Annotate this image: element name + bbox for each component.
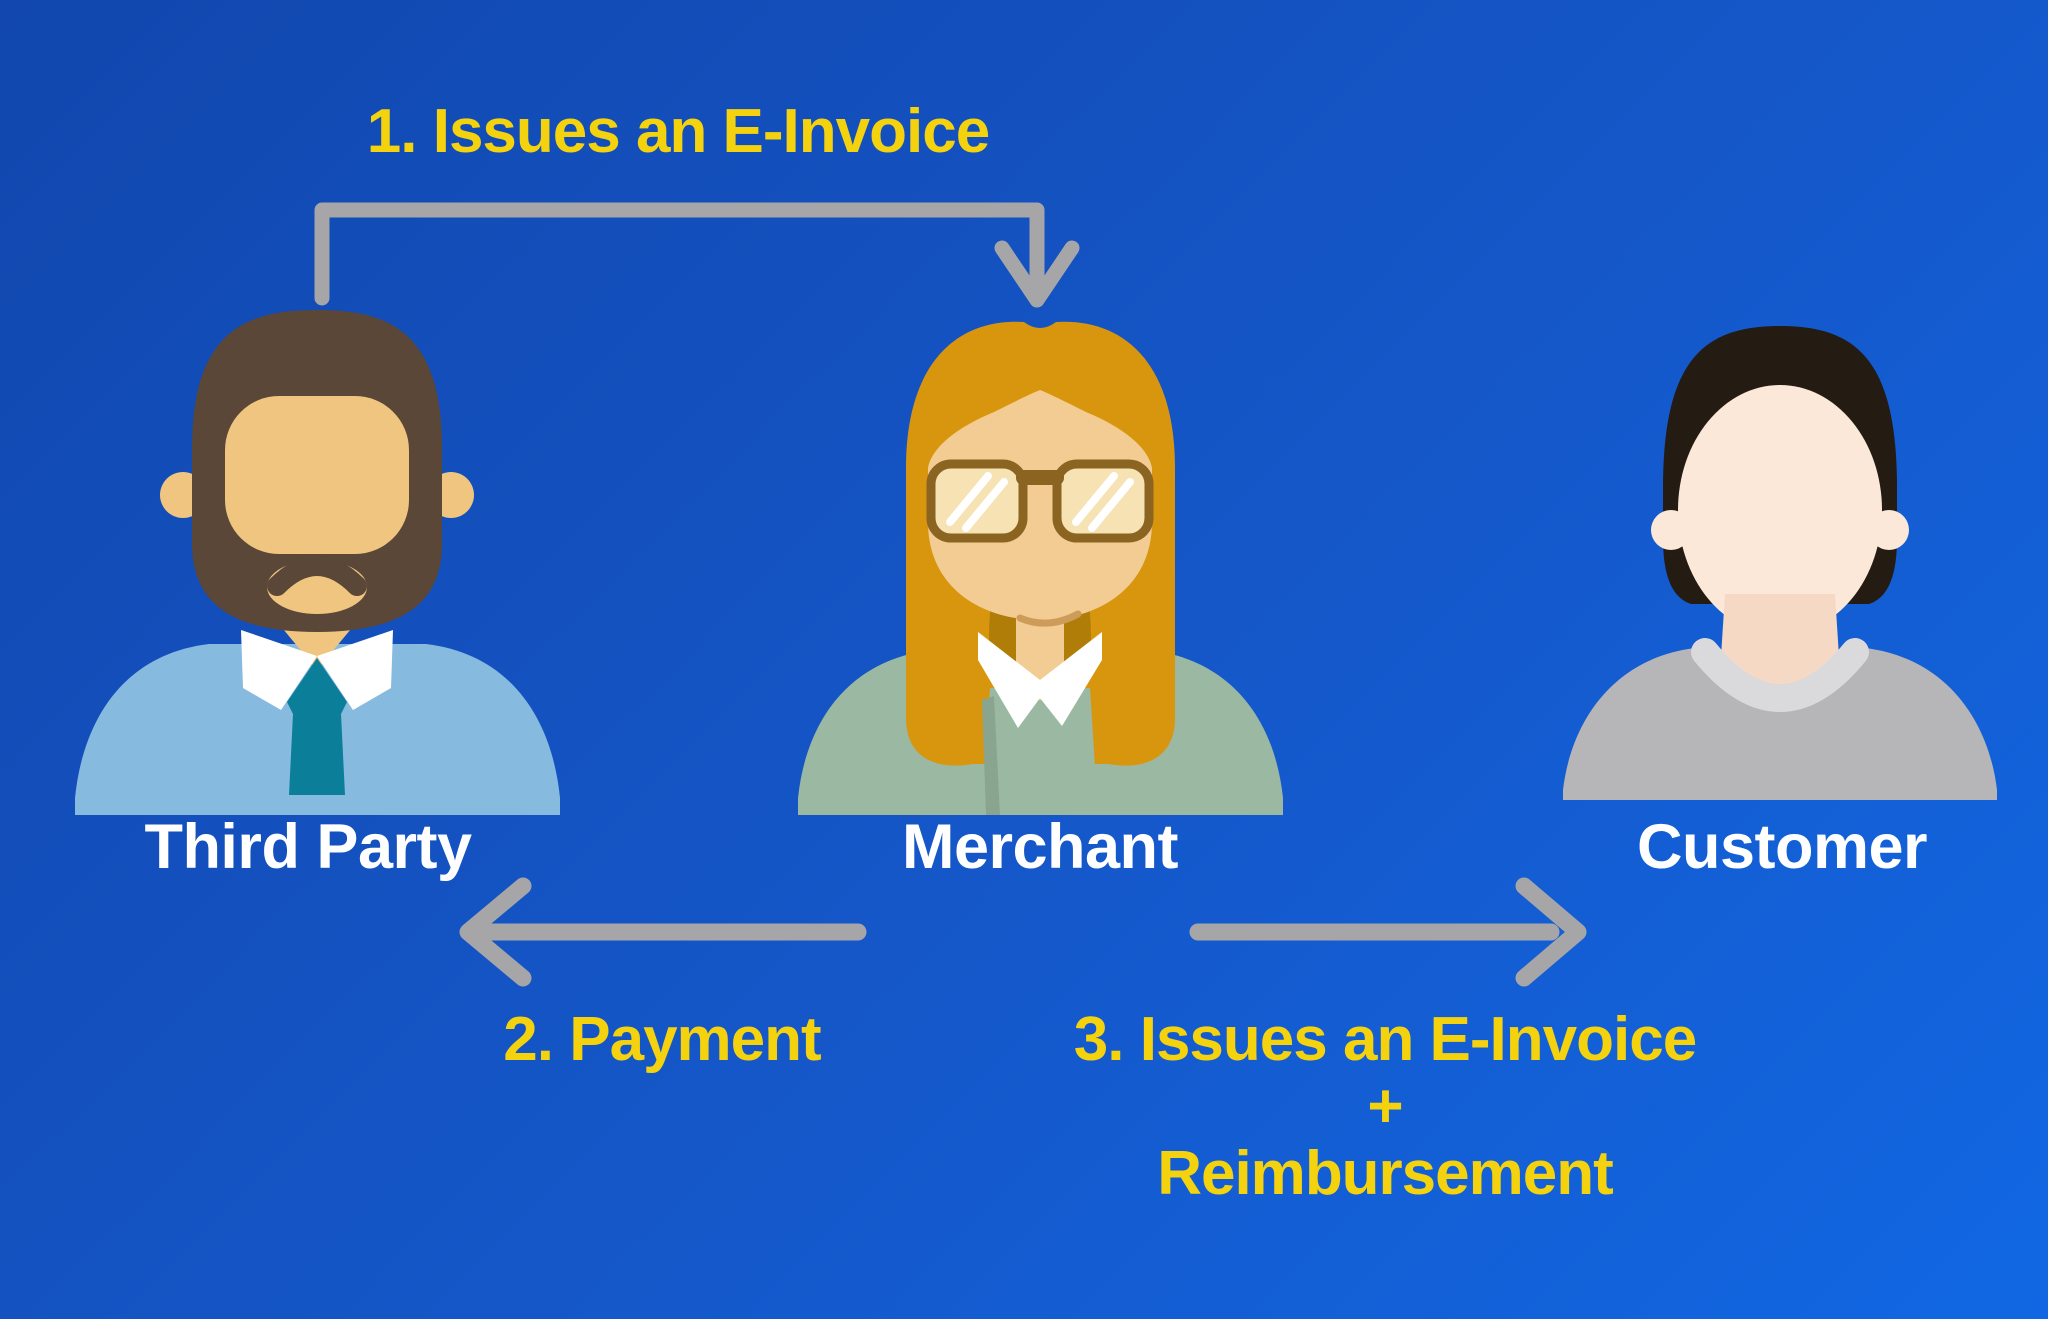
hair-lock-shadow xyxy=(982,696,1000,815)
customer-label: Customer xyxy=(1636,812,1928,882)
elbow-down-arrow-icon xyxy=(314,202,1080,308)
customer-avatar xyxy=(1563,326,1997,800)
collar xyxy=(978,632,1102,728)
collar-left xyxy=(241,630,317,710)
face xyxy=(1678,385,1882,635)
collar-band xyxy=(1691,638,1869,712)
face xyxy=(928,390,1152,620)
step3-label-line3: Reimbursement xyxy=(1157,1139,1614,1208)
step1-label: 1. Issues an E-Invoice xyxy=(366,97,990,166)
merchant-avatar xyxy=(798,321,1283,815)
mustache xyxy=(267,556,367,596)
step2-label: 2. Payment xyxy=(503,1005,821,1074)
merchant-label: Merchant xyxy=(901,812,1179,882)
face xyxy=(225,396,409,554)
bearded-man-avatar-icon xyxy=(75,310,560,815)
sweater-chest xyxy=(982,688,1098,815)
shirt xyxy=(1563,648,1997,800)
third-party-avatar xyxy=(75,310,560,815)
glasses-icon xyxy=(926,459,1154,543)
chin-shadow xyxy=(1016,610,1082,627)
step3-label-line2: + xyxy=(1367,1072,1403,1141)
step3-label: 3. Issues an E-Invoice + Reimbursement xyxy=(1073,1005,1697,1208)
tie xyxy=(287,658,347,795)
step3-label-line1: 3. Issues an E-Invoice xyxy=(1073,1005,1697,1074)
right-arrow-icon xyxy=(1189,877,1587,987)
woman-glasses-avatar-icon xyxy=(798,321,1283,815)
collar-right xyxy=(317,630,393,710)
left-arrow-icon xyxy=(459,877,867,987)
young-man-avatar-icon xyxy=(1563,326,1997,800)
third-party-label: Third Party xyxy=(144,812,472,882)
